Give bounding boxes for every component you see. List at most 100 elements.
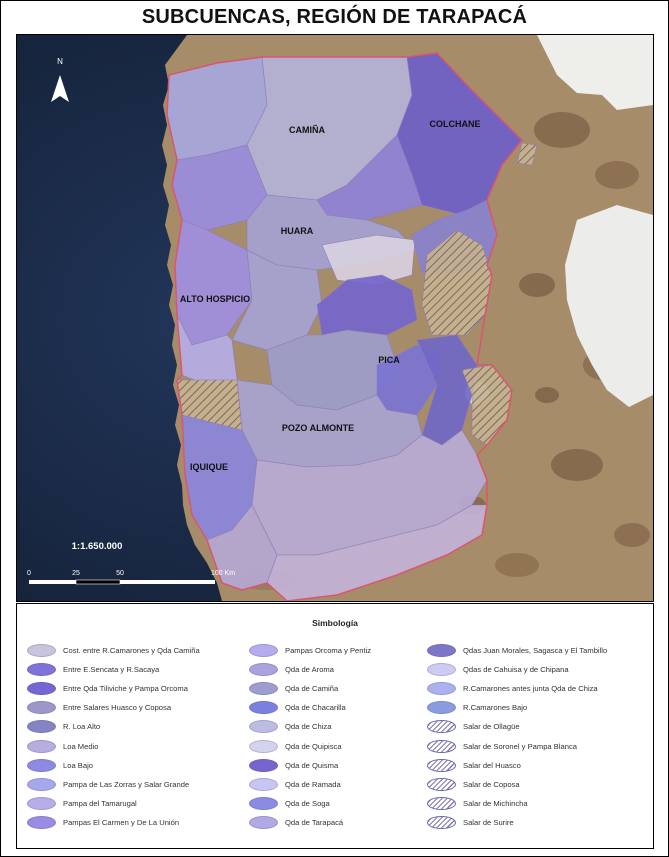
scale-bar: 1:1.650.000 0 25 50 100 Km <box>27 541 235 585</box>
legend-item: Loa Bajo <box>27 756 200 775</box>
legend-swatch <box>27 758 56 772</box>
legend-item: Salar de Ollagüe <box>427 717 607 736</box>
legend-label: Qda de Quisma <box>285 760 339 770</box>
legend-label: Pampa de Las Zorras y Salar Grande <box>63 779 190 789</box>
legend-item: Entre Qda Tiliviche y Pampa Orcoma <box>27 679 200 698</box>
place-label-huara: HUARA <box>281 226 314 236</box>
legend-swatch <box>27 777 56 791</box>
legend-label: Loa Medio <box>63 741 99 751</box>
legend-swatch <box>427 663 456 677</box>
legend-swatch <box>427 701 456 715</box>
legend-item: Qda de Camiña <box>249 679 371 698</box>
legend-swatch <box>249 815 278 829</box>
legend-swatch-hatched <box>427 720 456 734</box>
place-label-camina: CAMIÑA <box>289 125 325 135</box>
legend-title: Simbología <box>312 618 358 628</box>
subbasin-coast-mid <box>176 314 238 386</box>
place-label-pozo-almonte: POZO ALMONTE <box>282 423 354 433</box>
map-title: SUBCUENCAS, REGIÓN DE TARAPACÁ <box>141 6 528 28</box>
legend-column-3: Qdas Juan Morales, Sagasca y El Tambillo… <box>427 641 607 832</box>
legend-item: Salar de Coposa <box>427 775 607 794</box>
legend-item: Qda de Tarapacá <box>249 813 371 832</box>
legend-label: Salar de Michincha <box>463 798 528 808</box>
legend-label: Loa Bajo <box>63 760 93 770</box>
legend-item: Entre Salares Huasco y Coposa <box>27 698 200 717</box>
legend-item: Qda de Aroma <box>249 660 371 679</box>
map-canvas: CAMIÑA COLCHANE HUARA ALTO HOSPICIO PICA… <box>17 35 653 601</box>
legend-swatch <box>27 644 56 658</box>
legend-item: Salar de Soronel y Pampa Blanca <box>427 736 607 755</box>
legend-item: Entre E.Sencata y R.Sacaya <box>27 660 200 679</box>
legend-swatch <box>27 815 56 829</box>
scale-tick-100: 100 Km <box>211 570 235 577</box>
legend-swatch-hatched <box>427 796 456 810</box>
legend-label: Qda de Chiza <box>285 722 332 732</box>
legend-swatch <box>249 796 278 810</box>
place-label-colchane: COLCHANE <box>430 119 481 129</box>
legend-swatch <box>249 644 278 658</box>
legend-panel: Simbología Cost. entre R.Camarones y Qda… <box>16 603 654 849</box>
legend-item: Qda de Chiza <box>249 717 371 736</box>
legend-swatch <box>427 644 456 658</box>
legend-swatch <box>27 739 56 753</box>
legend-swatch-hatched <box>427 758 456 772</box>
legend-label: Entre E.Sencata y R.Sacaya <box>63 665 160 675</box>
scale-segment <box>75 579 121 585</box>
scale-tick-50: 50 <box>116 570 124 577</box>
legend-swatch <box>27 701 56 715</box>
legend-swatch <box>249 682 278 696</box>
legend-swatch <box>249 663 278 677</box>
legend-label: Cost. entre R.Camarones y Qda Camiña <box>63 646 200 656</box>
legend-label: Qda de Ramada <box>285 779 341 789</box>
legend-swatch <box>27 663 56 677</box>
legend-swatch <box>249 739 278 753</box>
scale-tick-0: 0 <box>27 570 31 577</box>
legend-swatch <box>27 796 56 810</box>
legend-item: R.Camarones antes junta Qda de Chiza <box>427 679 607 698</box>
legend-swatch <box>27 682 56 696</box>
salt-flat <box>565 205 653 407</box>
legend-label: Entre Salares Huasco y Coposa <box>63 703 172 713</box>
legend-label: Pampa del Tamarugal <box>63 798 137 808</box>
scale-tick-25: 25 <box>72 570 80 577</box>
legend-label: Qda de Chacarilla <box>285 703 346 713</box>
legend-swatch-hatched <box>427 815 456 829</box>
legend-swatch-hatched <box>427 777 456 791</box>
legend-item: Salar del Huasco <box>427 756 607 775</box>
scale-segment <box>29 580 76 584</box>
north-label: N <box>57 57 63 66</box>
legend-label: R. Loa Alto <box>63 722 101 732</box>
scale-ratio: 1:1.650.000 <box>72 541 123 552</box>
legend-label: Salar de Ollagüe <box>463 722 520 732</box>
region-boundary <box>166 52 524 601</box>
north-arrow-icon <box>51 75 69 102</box>
legend-item: Qda de Soga <box>249 794 371 813</box>
legend-item: R. Loa Alto <box>27 717 200 736</box>
legend-item: Loa Medio <box>27 736 200 755</box>
legend-item: Cost. entre R.Camarones y Qda Camiña <box>27 641 200 660</box>
legend-item: Qdas Juan Morales, Sagasca y El Tambillo <box>427 641 607 660</box>
legend-item: Pampas Orcoma y Pentiz <box>249 641 371 660</box>
legend-label: Qda de Soga <box>285 798 330 808</box>
legend-label: Qda de Tarapacá <box>285 817 344 827</box>
subbasins <box>166 52 538 601</box>
place-label-iquique: IQUIQUE <box>190 462 228 472</box>
north-arrow: N <box>51 57 69 102</box>
legend-label: Salar del Huasco <box>463 760 521 770</box>
legend-item: Pampa de Las Zorras y Salar Grande <box>27 775 200 794</box>
legend-label: Pampas El Carmen y De La Unión <box>63 817 180 827</box>
legend-swatch <box>249 777 278 791</box>
map-panel: CAMIÑA COLCHANE HUARA ALTO HOSPICIO PICA… <box>16 34 654 602</box>
legend-item: R.Camarones Bajo <box>427 698 607 717</box>
legend-label: Qdas Juan Morales, Sagasca y El Tambillo <box>463 646 608 656</box>
place-label-alto-hospicio: ALTO HOSPICIO <box>180 294 250 304</box>
legend-item: Pampa del Tamarugal <box>27 794 200 813</box>
legend-label: Qda de Quipisca <box>285 741 342 751</box>
legend-swatch <box>27 720 56 734</box>
legend-swatch-hatched <box>427 739 456 753</box>
legend-item: Qdas de Cahuisa y de Chipana <box>427 660 607 679</box>
legend-swatch <box>249 720 278 734</box>
legend-swatch <box>249 758 278 772</box>
